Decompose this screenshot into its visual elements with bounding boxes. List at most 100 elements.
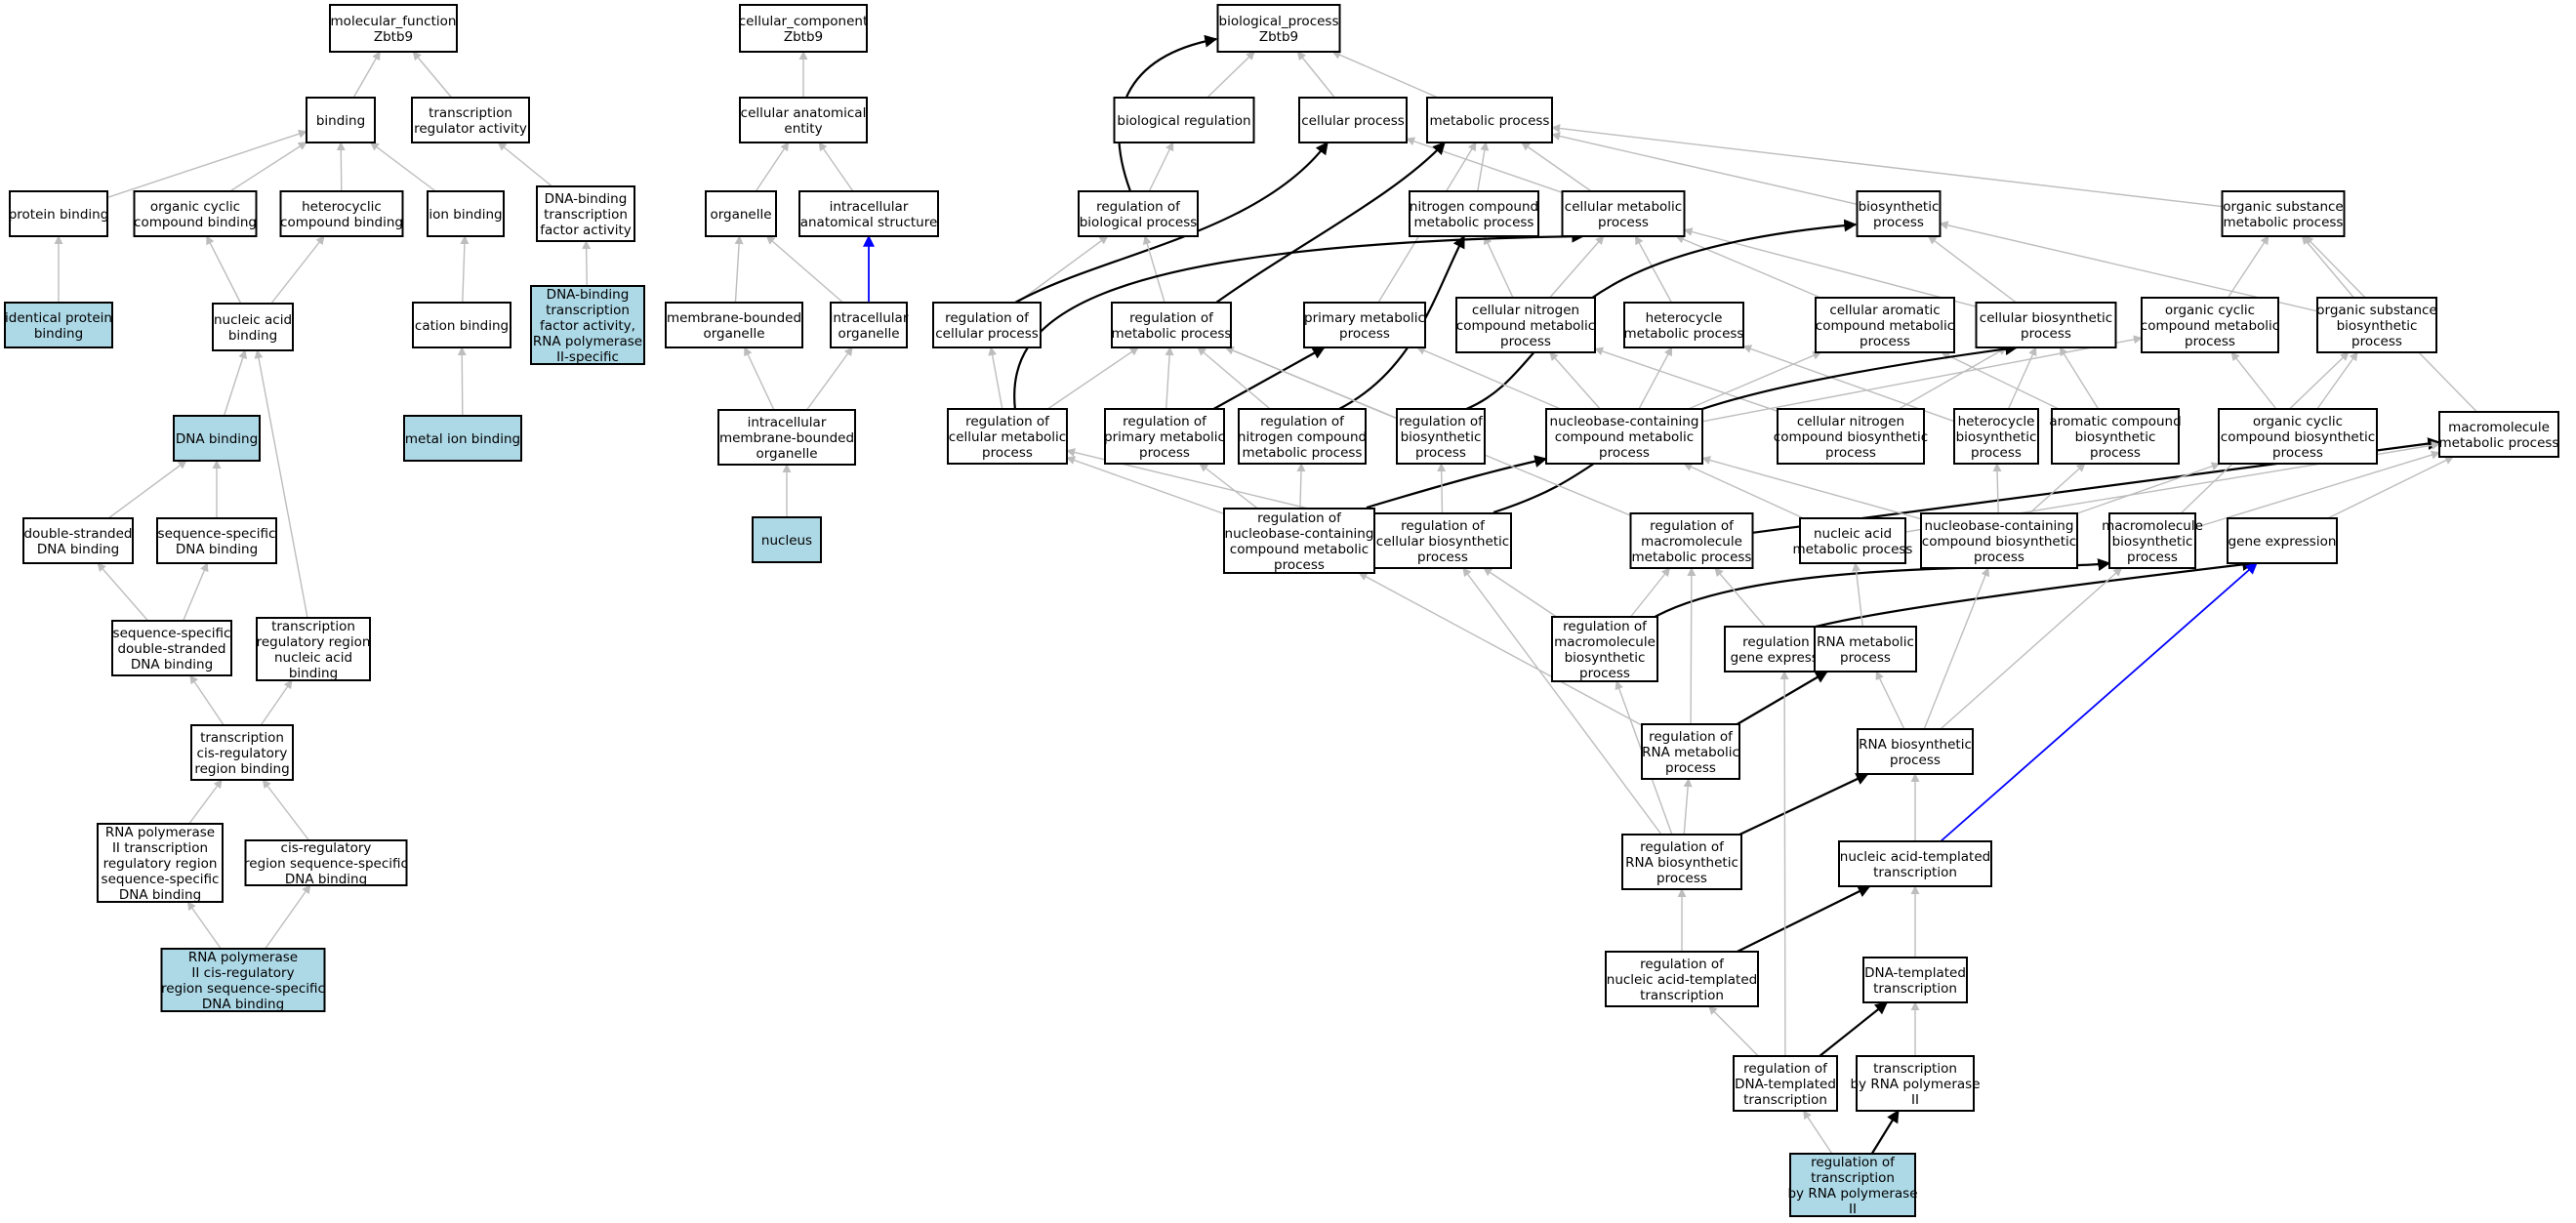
node-cellproc[interactable]: cellular process: [1298, 97, 1408, 143]
node-label-line: double-stranded: [23, 526, 132, 542]
node-label-line: factor activity,: [540, 318, 635, 334]
node-label-line: identical protein: [5, 310, 112, 326]
edge-is-a-regncmp-to-regmp: [1197, 347, 1271, 410]
node-geneexp[interactable]: gene expression: [2227, 517, 2338, 564]
node-metalion[interactable]: metal ion binding: [403, 415, 522, 462]
node-nucleus[interactable]: nucleus: [752, 516, 822, 563]
node-label-line: organic cyclic: [2165, 303, 2255, 318]
edge-is-a-binding-to-mf: [352, 51, 381, 99]
node-label-line: metabolic process: [1112, 326, 1232, 342]
node-metproc[interactable]: metabolic process: [1426, 97, 1553, 143]
node-label-line: nucleobase-containing: [1925, 518, 2074, 534]
node-label-line: aromatic compound: [2049, 414, 2181, 429]
node-label-line: compound biosynthetic: [2221, 429, 2375, 445]
node-cationbind[interactable]: cation binding: [412, 302, 511, 348]
node-organelle[interactable]: organelle: [705, 190, 777, 237]
node-ionbind[interactable]: ion binding: [427, 190, 505, 237]
node-protbind[interactable]: protein binding: [9, 190, 109, 237]
node-label-line: process: [1665, 760, 1716, 776]
node-label-line: process: [1139, 445, 1190, 461]
node-label-line: membrane-bounded: [719, 430, 854, 446]
node-regnbcmp[interactable]: regulation ofnucleobase-containingcompou…: [1223, 508, 1375, 574]
edge-is-a-rnabp-to-rnamp: [1875, 671, 1905, 730]
node-box: [530, 285, 645, 365]
node-label-line: transcription: [1873, 865, 1957, 880]
node-box: [1856, 190, 1942, 237]
node-label-line: process: [2272, 445, 2323, 461]
node-bioreg[interactable]: biological regulation: [1113, 97, 1255, 143]
node-regmacbp[interactable]: regulation ofmacromoleculebiosyntheticpr…: [1551, 616, 1658, 682]
edge-is-a-nbcmp-to-occmp: [1701, 335, 2143, 423]
node-box: [1641, 723, 1740, 780]
node-binding[interactable]: binding: [306, 97, 376, 143]
node-dnabind[interactable]: DNA binding: [173, 415, 261, 462]
node-label-line: organic cyclic: [150, 199, 240, 215]
node-label-line: nucleic acid-templated: [1840, 849, 1990, 865]
node-label-line: metabolic process: [1624, 326, 1744, 342]
node-label-line: Zbtb9: [1259, 29, 1298, 45]
